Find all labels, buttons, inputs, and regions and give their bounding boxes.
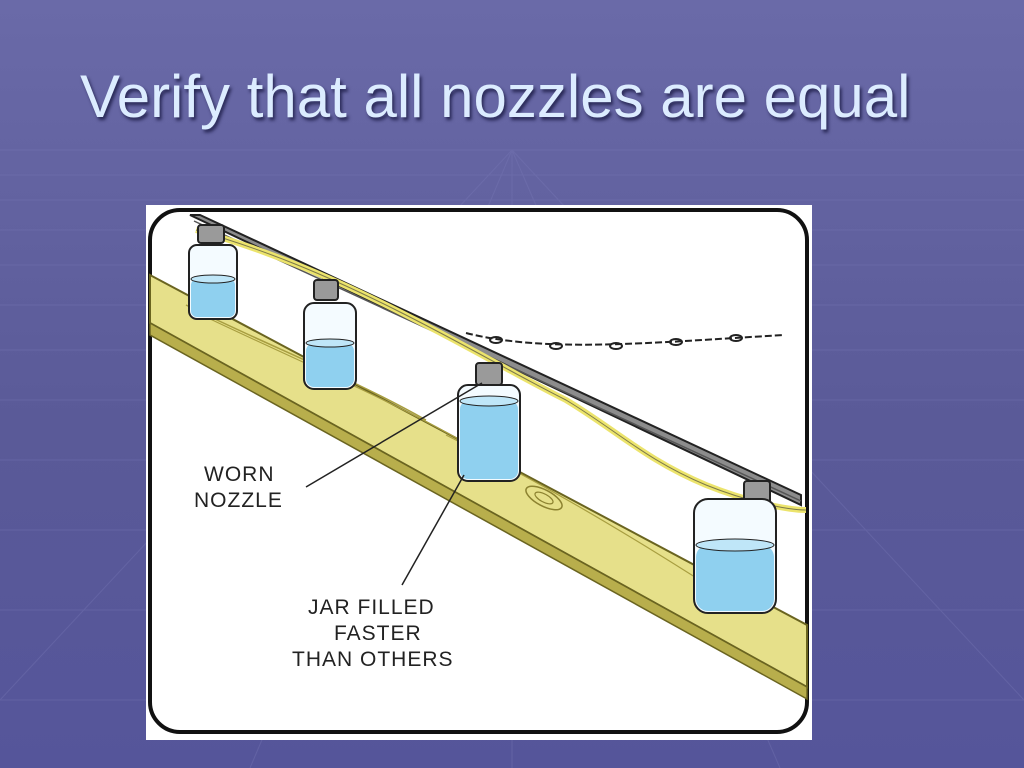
- label-jar-filled-line3: THAN OTHERS: [292, 648, 454, 671]
- jar-1: [188, 244, 238, 320]
- jar-filled-leader: [401, 474, 465, 586]
- label-worn-nozzle-line2: NOZZLE: [194, 489, 283, 512]
- nozzle-fittings: [197, 224, 771, 506]
- worn-nozzle-leader: [305, 382, 483, 488]
- jar-3-worn-nozzle: [457, 384, 521, 482]
- slide-title: Verify that all nozzles are equal: [80, 63, 911, 130]
- jar-2: [303, 302, 357, 390]
- jar-4: [693, 498, 777, 614]
- label-worn-nozzle-line1: WORN: [204, 463, 275, 486]
- label-jar-filled-line1: JAR FILLED: [308, 596, 435, 619]
- chain: [465, 332, 785, 350]
- sprayer-nozzle-illustration: WORN NOZZLE JAR FILLED FASTER THAN OTHER…: [146, 205, 812, 740]
- label-jar-filled-line2: FASTER: [334, 622, 422, 645]
